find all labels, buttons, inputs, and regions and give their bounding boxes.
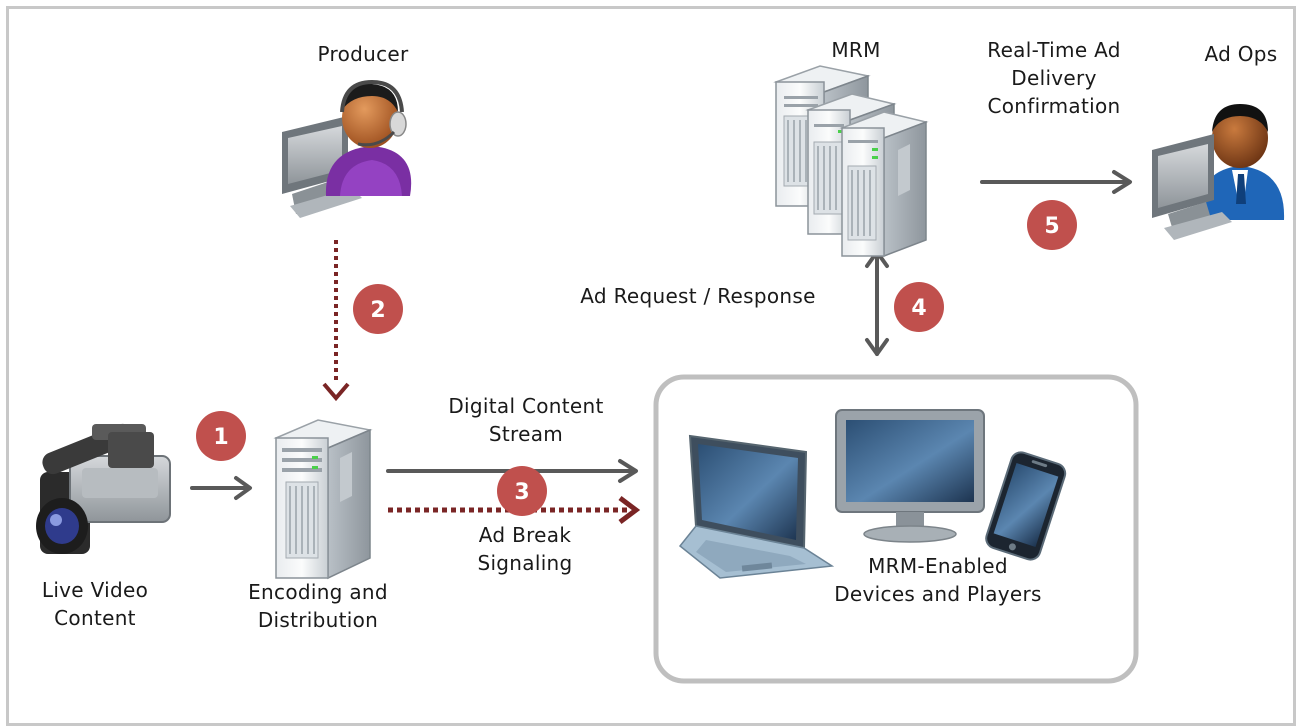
producer-label: Producer [317,42,409,66]
producer-user-icon [282,79,412,218]
server-stack-icon [773,65,929,258]
svg-text:4: 4 [911,296,926,321]
arrow-2 [322,240,350,402]
realtime-label-line-2: Delivery [1011,66,1097,90]
devices-label-line-1: MRM-Enabled [868,554,1008,578]
digital-content-stream-label: Digital Content Stream [420,392,632,448]
svg-text:3: 3 [514,480,529,505]
arrow-4 [865,250,889,356]
adbreak-label-line-1: Ad Break [478,523,572,547]
step-badge-2: 2 [353,284,403,334]
smartphone-icon [985,451,1067,561]
digital-label-line-2: Stream [488,422,564,446]
realtime-label-line-3: Confirmation [987,94,1121,118]
encoding-label-line-1: Encoding and [248,580,388,604]
svg-text:2: 2 [370,298,385,323]
ad-request-label: Ad Request / Response [580,284,816,308]
live-label-line-2: Content [54,606,136,630]
arrow-1 [190,476,252,500]
encoding-distribution-label: Encoding and Distribution [228,578,408,634]
step-badge-4: 4 [894,282,944,332]
step-badge-1: 1 [196,411,246,461]
adops-user-icon [1152,104,1285,240]
adbreak-label-line-2: Signaling [477,551,573,575]
server-icon [273,419,373,580]
arrow-5 [980,170,1132,194]
realtime-label-line-1: Real-Time Ad [987,38,1121,62]
step-badge-3: 3 [497,466,547,516]
svg-text:5: 5 [1044,214,1059,239]
ad-break-signaling-label: Ad Break Signaling [446,521,604,577]
video-camera-icon [36,423,171,554]
live-label-line-1: Live Video [41,578,149,602]
monitor-icon [835,409,985,543]
mrm-label: MRM [831,38,881,62]
live-video-content-label: Live Video Content [20,576,170,632]
ad-ops-label: Ad Ops [1204,42,1278,66]
svg-text:1: 1 [213,425,228,450]
devices-players-label: MRM-Enabled Devices and Players [812,552,1064,608]
digital-label-line-1: Digital Content [448,394,604,418]
realtime-confirmation-label: Real-Time Ad Delivery Confirmation [956,36,1152,120]
devices-label-line-2: Devices and Players [834,582,1042,606]
step-badge-5: 5 [1027,200,1077,250]
laptop-icon [678,434,835,579]
encoding-label-line-2: Distribution [257,608,379,632]
